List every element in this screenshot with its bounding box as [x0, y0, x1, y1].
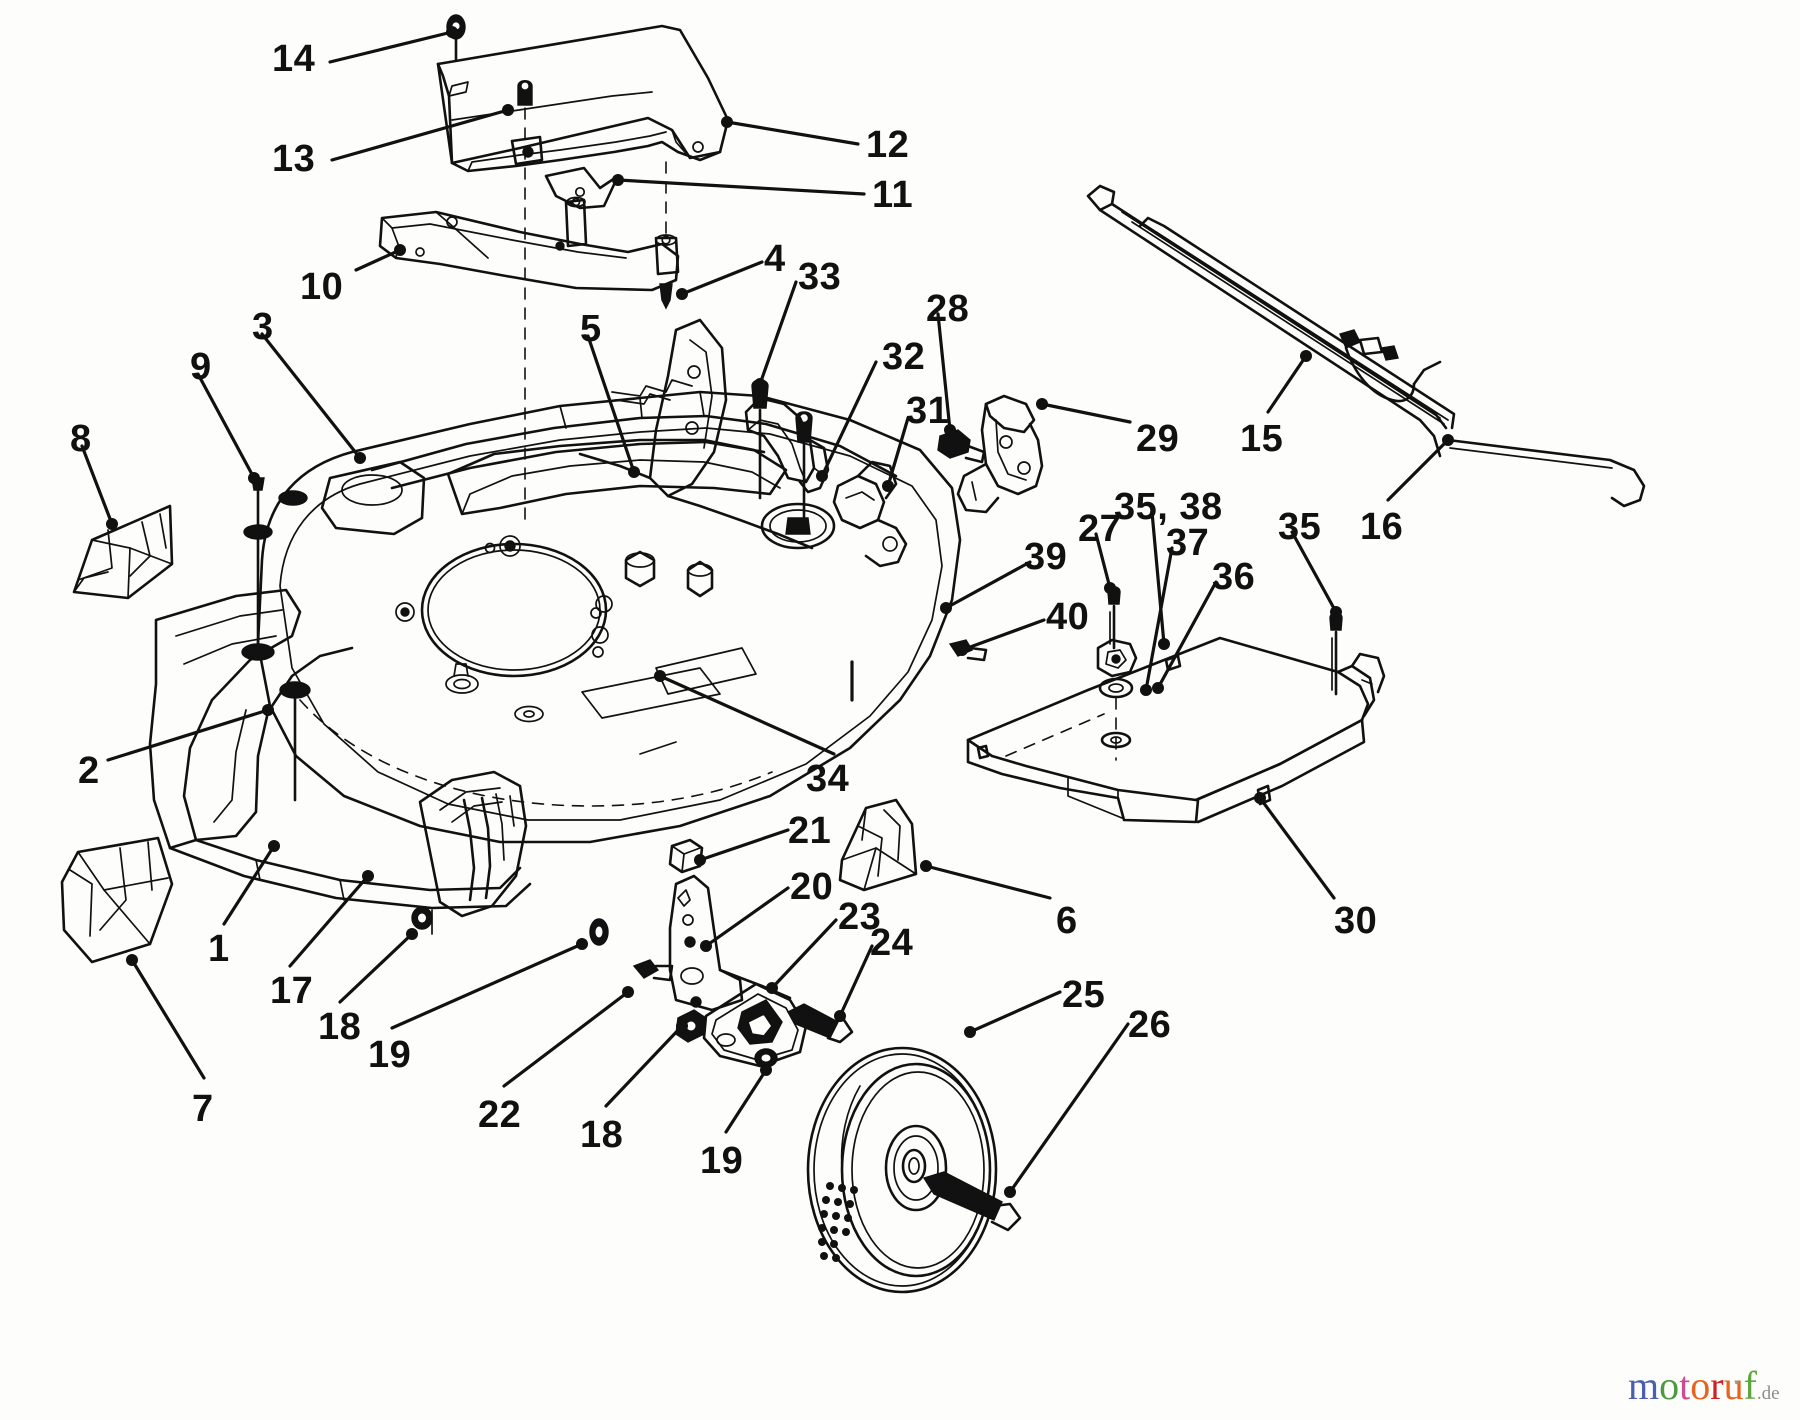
callout-26: 26 [1128, 1004, 1172, 1046]
part-8-wedge-upper [72, 504, 174, 600]
part-15-handle-bar [1086, 184, 1456, 458]
callout-35-right: 35 [1278, 506, 1322, 548]
callout-17: 17 [270, 970, 314, 1012]
part-27-bolt [1107, 586, 1121, 650]
callout-28: 28 [926, 288, 970, 330]
watermark-letter: f [1743, 1363, 1757, 1408]
callout-20: 20 [790, 866, 834, 908]
callout-23: 23 [838, 896, 882, 938]
callout-13: 13 [272, 138, 316, 180]
callout-24: 24 [870, 922, 914, 964]
part-11-clip [544, 166, 620, 210]
callout-37: 37 [1166, 522, 1210, 564]
callout-16: 16 [1360, 506, 1404, 548]
watermark-letter: m [1628, 1363, 1660, 1408]
watermark-letter: o [1690, 1363, 1711, 1408]
part-6-wedge-right [838, 798, 918, 892]
callout-2: 2 [78, 750, 100, 792]
part-16-rod [1446, 438, 1646, 508]
part-22-bolt [632, 959, 674, 982]
part-25-wheel [806, 1046, 998, 1294]
callout-14: 14 [272, 38, 316, 80]
callout-35-38: 35, 38 [1114, 486, 1223, 528]
callout-25: 25 [1062, 974, 1106, 1016]
callout-12: 12 [866, 124, 910, 166]
callout-36: 36 [1212, 556, 1256, 598]
callout-15: 15 [1240, 418, 1284, 460]
callout-7: 7 [192, 1088, 214, 1130]
callout-32: 32 [882, 336, 926, 378]
callout-11: 11 [872, 174, 914, 216]
watermark-tld: .de [1756, 1383, 1780, 1404]
callout-31: 31 [906, 390, 950, 432]
callout-9: 9 [190, 346, 212, 388]
motoruf-watermark: • motoruf.de [1628, 1366, 1780, 1414]
part-35-bolt-right [1329, 612, 1343, 696]
part-30-cover-plate [966, 636, 1386, 824]
callout-27: 27 [1078, 508, 1122, 550]
part-2-side-discharge-chute [148, 588, 354, 850]
callout-29: 29 [1136, 418, 1180, 460]
deck-rib-slot [655, 647, 757, 695]
leader-lines [80, 26, 1454, 1198]
part-31-lever [760, 460, 908, 568]
callout-34: 34 [806, 758, 850, 800]
part-10-deflector [378, 161, 680, 292]
part-23-pivot-block [702, 982, 808, 1068]
callout-10: 10 [300, 266, 344, 308]
part-37-washer [1098, 677, 1134, 761]
callout-6: 6 [1056, 900, 1078, 942]
deck-right-skirt [418, 770, 528, 918]
callout-22: 22 [478, 1094, 522, 1136]
callout-19-lower: 19 [700, 1140, 744, 1182]
callout-5: 5 [580, 308, 602, 350]
part-26-wheel-bolt [922, 1171, 1022, 1232]
callout-40: 40 [1046, 596, 1090, 638]
watermark-dot: • [1733, 1375, 1740, 1392]
part-39-knob [1096, 638, 1138, 678]
watermark-letter: u [1723, 1363, 1744, 1408]
part-4-screw [659, 283, 673, 310]
part-18-washer-a [589, 918, 609, 946]
callout-21: 21 [788, 810, 832, 852]
watermark-letter: t [1679, 1363, 1691, 1408]
callout-19: 19 [368, 1034, 412, 1076]
part-7-wedge-lower [60, 836, 174, 964]
watermark-letter: o [1659, 1363, 1680, 1408]
callout-18-lower: 18 [580, 1114, 624, 1156]
callout-30: 30 [1334, 900, 1378, 942]
callout-1: 1 [208, 928, 230, 970]
part-28-bolt [937, 429, 986, 464]
watermark-letters: motoruf [1628, 1363, 1757, 1408]
part-9-bolt-left [241, 477, 311, 802]
watermark-letter: r [1710, 1363, 1724, 1408]
callout-33: 33 [798, 256, 842, 298]
part-18-washer-b [411, 906, 433, 935]
callout-8: 8 [70, 418, 92, 460]
part-12-upper-shroud [436, 24, 730, 173]
part-29-bracket [956, 394, 1044, 514]
callout-18: 18 [318, 1006, 362, 1048]
callout-4: 4 [764, 238, 786, 280]
part-5-center-bracket [578, 318, 814, 550]
callout-39: 39 [1024, 536, 1068, 578]
callout-3: 3 [252, 306, 274, 348]
